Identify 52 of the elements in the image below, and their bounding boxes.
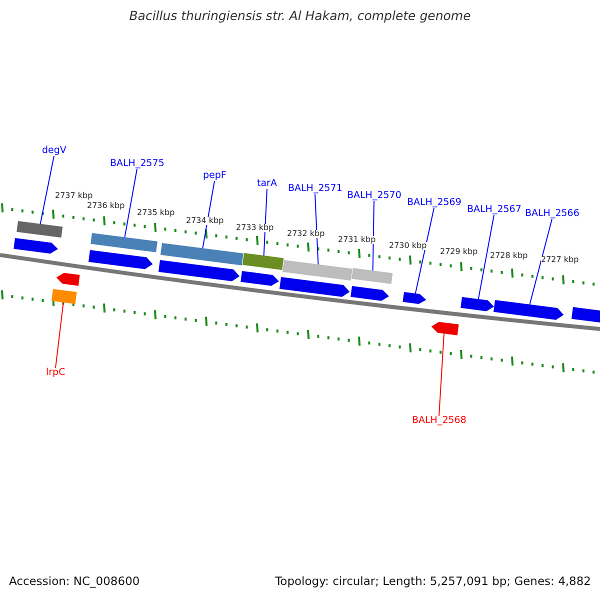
scale-label: 2737 kbp bbox=[55, 192, 93, 200]
gene-block bbox=[402, 292, 426, 304]
gene-label: lrpC bbox=[46, 368, 66, 378]
gene-label: BALH_2567 bbox=[467, 205, 522, 214]
gene-label: BALH_2566 bbox=[525, 209, 580, 218]
scale-label: 2732 kbp bbox=[287, 230, 325, 238]
gene-bar bbox=[352, 268, 393, 284]
gene-block bbox=[350, 286, 389, 301]
leader-line bbox=[202, 180, 215, 249]
gene-label: BALH_2568 bbox=[412, 416, 466, 426]
gene-label: degV bbox=[42, 146, 66, 156]
diagram-title: Bacillus thuringiensis str. Al Hakam, complete genome bbox=[128, 10, 472, 22]
gene-label: BALH_2569 bbox=[407, 198, 462, 208]
gene-block bbox=[460, 297, 494, 312]
leader-line bbox=[414, 208, 434, 294]
gene-block bbox=[158, 260, 240, 282]
scale-label: 2729 kbp bbox=[440, 248, 478, 256]
gene-bar bbox=[242, 253, 284, 270]
scale-label: 2727 kbp bbox=[541, 256, 579, 264]
gene-block bbox=[571, 307, 600, 324]
leader-line bbox=[314, 194, 319, 265]
scale-label: 2728 kbp bbox=[490, 252, 528, 260]
scale-label: 2734 kbp bbox=[186, 217, 224, 225]
gene-label: tarA bbox=[257, 179, 277, 188]
gene-block bbox=[56, 272, 80, 286]
scale-label: 2736 kbp bbox=[87, 202, 125, 210]
genome-summary: Topology: circular; Length: 5,257,091 bp; Genes: 4,882 bbox=[275, 576, 591, 588]
leader-line bbox=[529, 218, 552, 305]
gene-label: pepF bbox=[203, 171, 226, 180]
gene-bar bbox=[16, 221, 63, 238]
leader-line bbox=[40, 156, 54, 224]
scale-label: 2733 kbp bbox=[236, 224, 274, 232]
gene-label: BALH_2575 bbox=[110, 159, 164, 168]
scale-label: 2735 kbp bbox=[137, 209, 175, 217]
gene-bar bbox=[160, 243, 244, 266]
gene-block bbox=[431, 322, 459, 336]
scale-label: 2730 kbp bbox=[389, 242, 427, 250]
leader-line bbox=[478, 214, 494, 300]
gene-bar bbox=[90, 233, 158, 252]
gene-block bbox=[88, 250, 153, 270]
gene-label: BALH_2571 bbox=[288, 184, 342, 194]
leader-line bbox=[438, 333, 444, 416]
scale-label: 2731 kbp bbox=[338, 236, 376, 244]
accession-text: Accession: NC_008600 bbox=[9, 576, 140, 588]
gene-bar bbox=[51, 289, 77, 304]
leader-line bbox=[124, 168, 138, 238]
leader-line bbox=[263, 188, 268, 256]
gene-block bbox=[14, 238, 58, 254]
leader-line bbox=[55, 302, 64, 368]
gene-label: BALH_2570 bbox=[347, 191, 402, 200]
gene-block bbox=[240, 271, 279, 286]
leader-line bbox=[372, 200, 374, 272]
